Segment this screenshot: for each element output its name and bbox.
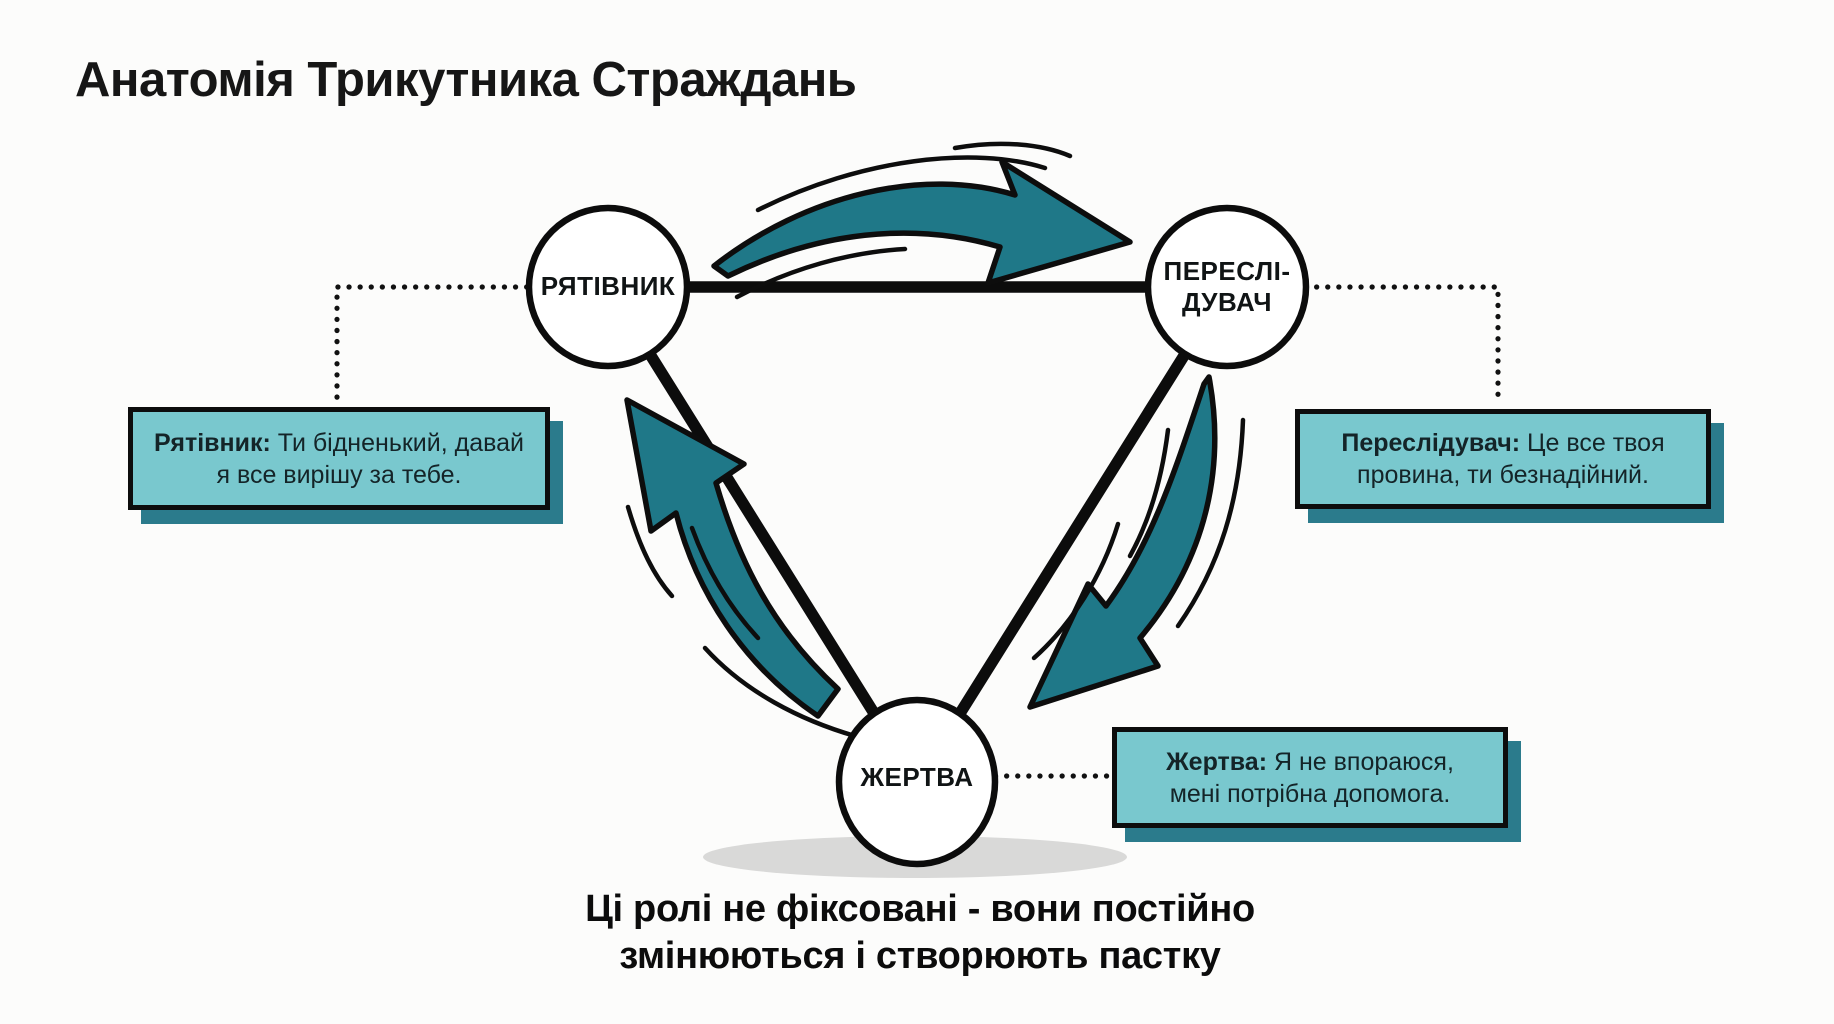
arrow-right-speed-lines [1031, 417, 1246, 661]
callout-victim-speaker: Жертва: [1166, 747, 1268, 776]
callout-persecutor-speaker: Переслідувач: [1341, 429, 1521, 457]
node-label-rescuer: РЯТІВНИК [540, 271, 676, 301]
callout-victim: Жертва: Я не впораюся, мені потрібна доп… [1112, 727, 1508, 828]
triangle-edges [602, 281, 1233, 788]
callout-rescuer: Рятівник: Ти бідненький, давай я все вир… [128, 407, 550, 510]
dotted-connector-rescuer [334, 284, 563, 404]
node-label-victim: ЖЕРТВА [860, 762, 974, 792]
callout-persecutor-quote: Це все твоя провина, ти безнадійний. [1357, 429, 1665, 489]
callout-persecutor-text: Переслідувач: Це все твоя провина, ти бе… [1322, 427, 1684, 491]
callout-rescuer-speaker: Рятівник: [154, 428, 271, 457]
dotted-connectors [334, 284, 1501, 779]
node-label-persecutor-line2: ДУВАЧ [1181, 287, 1273, 317]
arrow-victim-to-rescuer [624, 397, 841, 719]
arrow-left-speed-lines [625, 504, 858, 739]
node-circle-persecutor [1144, 204, 1310, 370]
callout-rescuer-text: Рятівник: Ти бідненький, давай я все вир… [149, 427, 529, 491]
edge-rescuer-victim [602, 281, 923, 788]
node-label-persecutor-line1: ПЕРЕСЛІ- [1163, 256, 1291, 286]
callout-victim-quote: Я не впораюся, мені потрібна допомога. [1169, 747, 1454, 808]
page-title: Анатомія Трикутника Страждань [75, 53, 857, 107]
caption-line2: змінюються і створюють пастку [619, 935, 1221, 977]
edge-persecutor-victim [911, 281, 1233, 788]
node-label-persecutor: ПЕРЕСЛІ- ДУВАЧ [1117, 256, 1337, 318]
node-circle-rescuer [525, 204, 691, 370]
callout-persecutor: Переслідувач: Це все твоя провина, ти бе… [1295, 409, 1711, 509]
role-nodes [525, 204, 1310, 868]
arrow-top-speed-lines [734, 141, 1073, 300]
caption-line1: Ці ролі не фіксовані - вони постійно [585, 888, 1255, 930]
cycle-arrows [624, 141, 1246, 739]
node-circle-victim [835, 696, 999, 868]
arrow-persecutor-to-victim [1027, 374, 1218, 710]
arrow-rescuer-to-persecutor [711, 159, 1133, 286]
caption: Ці ролі не фіксовані - вони постійно змі… [370, 886, 1470, 980]
callout-victim-text: Жертва: Я не впораюся, мені потрібна доп… [1142, 746, 1478, 810]
callout-rescuer-quote: Ти бідненький, давай я все вирішу за теб… [216, 428, 524, 489]
